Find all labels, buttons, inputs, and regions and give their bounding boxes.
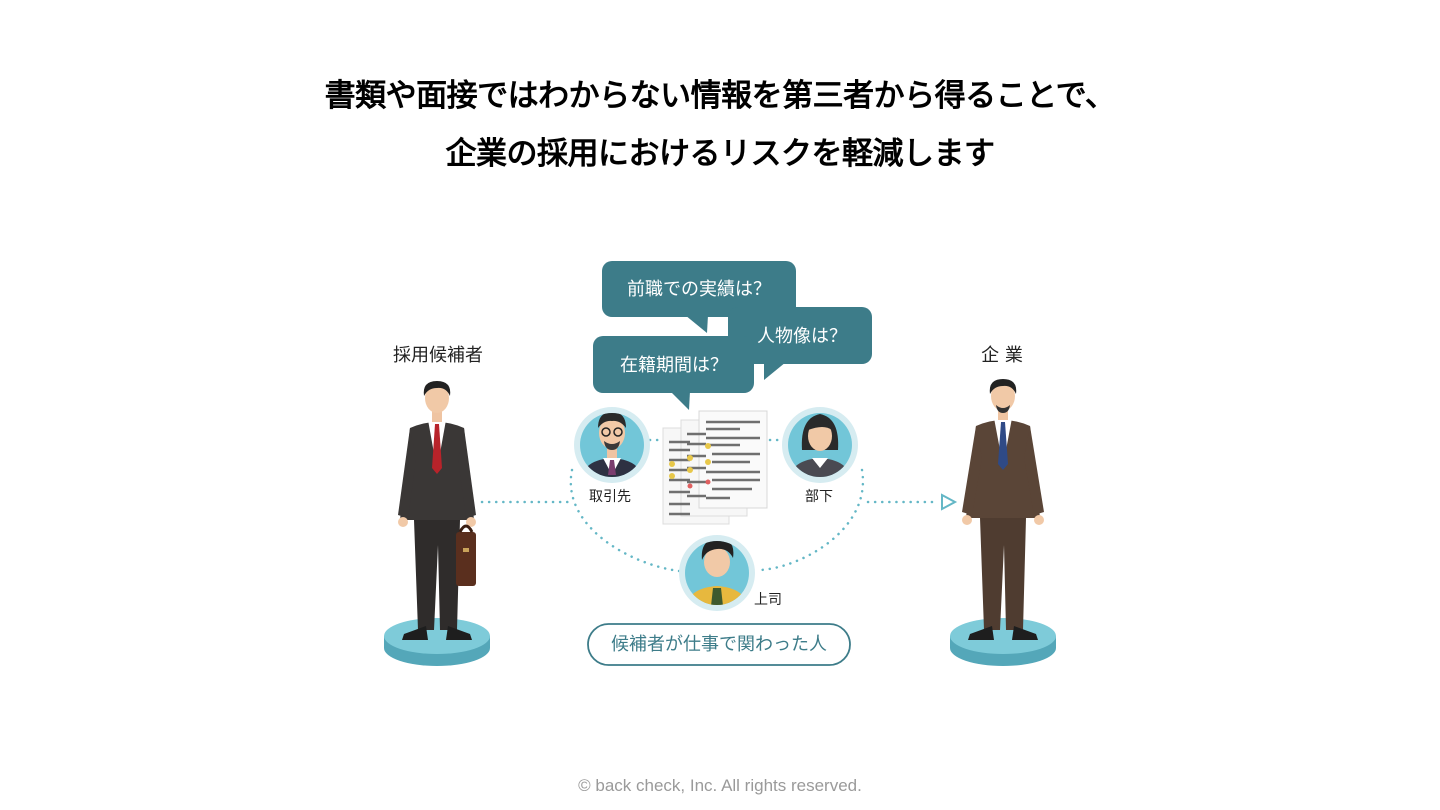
reference-label-client: 取引先: [589, 489, 631, 505]
group-label-pill: 候補者が仕事で関わった人: [587, 623, 851, 666]
speech-bubble-tenure: 在籍期間は？: [593, 336, 754, 410]
briefcase-icon: [456, 524, 476, 586]
speech-bubble-achievements: 前職での実績は？: [602, 261, 796, 333]
document-stack-icon: [662, 410, 768, 525]
headline-line-1: 書類や面接ではわからない情報を第三者から得ることで、: [324, 78, 1116, 114]
avatar-boss: [679, 535, 755, 611]
company-figure: [950, 379, 1056, 666]
dotted-connectors: [480, 438, 938, 574]
avatar-subordinate: [782, 407, 858, 483]
candidate-figure: [384, 381, 490, 666]
avatar-client: [574, 407, 650, 483]
bubble-tenure-text: 在籍期間は？: [620, 355, 728, 376]
headline-line-2: 企業の採用におけるリスクを軽減します: [445, 136, 996, 172]
speech-bubble-personality: 人物像は？: [728, 307, 872, 380]
reference-label-subordinate: 部下: [805, 489, 833, 505]
copyright-text: © back check, Inc. All rights reserved.: [578, 776, 862, 795]
group-label-text: 候補者が仕事で関わった人: [611, 634, 827, 655]
company-label: 企 業: [981, 345, 1023, 366]
candidate-label: 採用候補者: [393, 345, 483, 366]
bubble-achievements-text: 前職での実績は？: [627, 279, 771, 300]
arrow-head-icon: [941, 493, 958, 511]
bubble-personality-text: 人物像は？: [757, 326, 847, 347]
reference-label-boss: 上司: [754, 592, 782, 608]
